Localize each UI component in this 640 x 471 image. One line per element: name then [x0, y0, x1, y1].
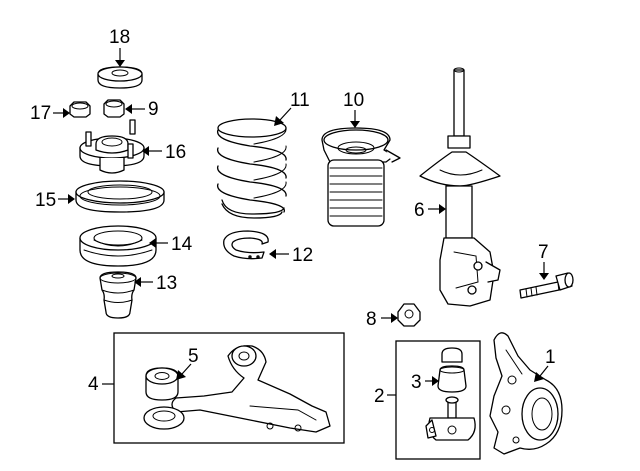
callout-3-label: 3: [411, 372, 422, 393]
callout-12-label: 12: [292, 245, 313, 266]
strut-bearing-part[interactable]: [75, 180, 165, 213]
callout-5-label: 5: [188, 346, 199, 367]
callout-16: 16: [142, 142, 186, 163]
callout-9-label: 9: [148, 99, 159, 120]
callout-8: 8: [366, 309, 398, 330]
mount-cap-part[interactable]: [97, 66, 143, 89]
callout-14-label: 14: [171, 234, 193, 255]
callout-3: 3: [411, 372, 439, 393]
upper-spring-seat-part[interactable]: [79, 225, 157, 267]
callout-6: 6: [414, 200, 446, 221]
callout-4: 4: [88, 374, 114, 395]
callout-16-label: 16: [165, 142, 186, 163]
lower-spring-insulator-part[interactable]: [223, 230, 269, 260]
callout-1-label: 1: [545, 347, 556, 368]
callout-5: 5: [176, 346, 199, 380]
callout-7-label: 7: [538, 242, 549, 263]
control-arm-bushing-part[interactable]: [145, 367, 179, 401]
callout-10: 10: [343, 90, 364, 128]
callout-13-label: 13: [156, 273, 177, 294]
callout-9: 9: [125, 99, 159, 120]
callout-2-label: 2: [374, 386, 385, 407]
callout-10-label: 10: [343, 90, 364, 111]
callout-4-label: 4: [88, 374, 99, 395]
top-nut-part[interactable]: [103, 99, 125, 118]
callout-18-label: 18: [109, 27, 130, 48]
lower-control-arm-part[interactable]: [143, 345, 331, 433]
bump-stop-part[interactable]: [99, 271, 137, 319]
callout-11-label: 11: [290, 90, 310, 111]
callout-14: 14: [149, 234, 193, 255]
ball-joint-box: [395, 340, 481, 460]
callout-1: 1: [534, 347, 556, 382]
steering-knuckle-part[interactable]: [489, 332, 563, 455]
callout-17: 17: [30, 103, 70, 124]
callout-18: 18: [109, 27, 130, 67]
callout-12: 12: [269, 245, 313, 266]
callout-13: 13: [134, 273, 177, 294]
callout-6-label: 6: [414, 200, 425, 221]
strut-bolt-part[interactable]: [519, 272, 574, 299]
callout-15: 15: [35, 190, 75, 211]
callout-11: 11: [274, 90, 310, 126]
strut-mount-part[interactable]: [79, 119, 145, 174]
callout-8-label: 8: [366, 309, 377, 330]
dust-boot-part[interactable]: [321, 127, 401, 227]
lower-control-arm-box: [113, 332, 345, 444]
ball-joint-part[interactable]: [425, 347, 476, 441]
strut-nut-part[interactable]: [397, 303, 421, 327]
strut-assembly-part[interactable]: [419, 67, 501, 307]
mount-nut-part[interactable]: [69, 101, 91, 118]
coil-spring-part[interactable]: [216, 118, 287, 219]
callout-7: 7: [538, 242, 549, 280]
callout-15-label: 15: [35, 190, 56, 211]
callout-2: 2: [374, 386, 396, 407]
callout-17-label: 17: [30, 103, 51, 124]
